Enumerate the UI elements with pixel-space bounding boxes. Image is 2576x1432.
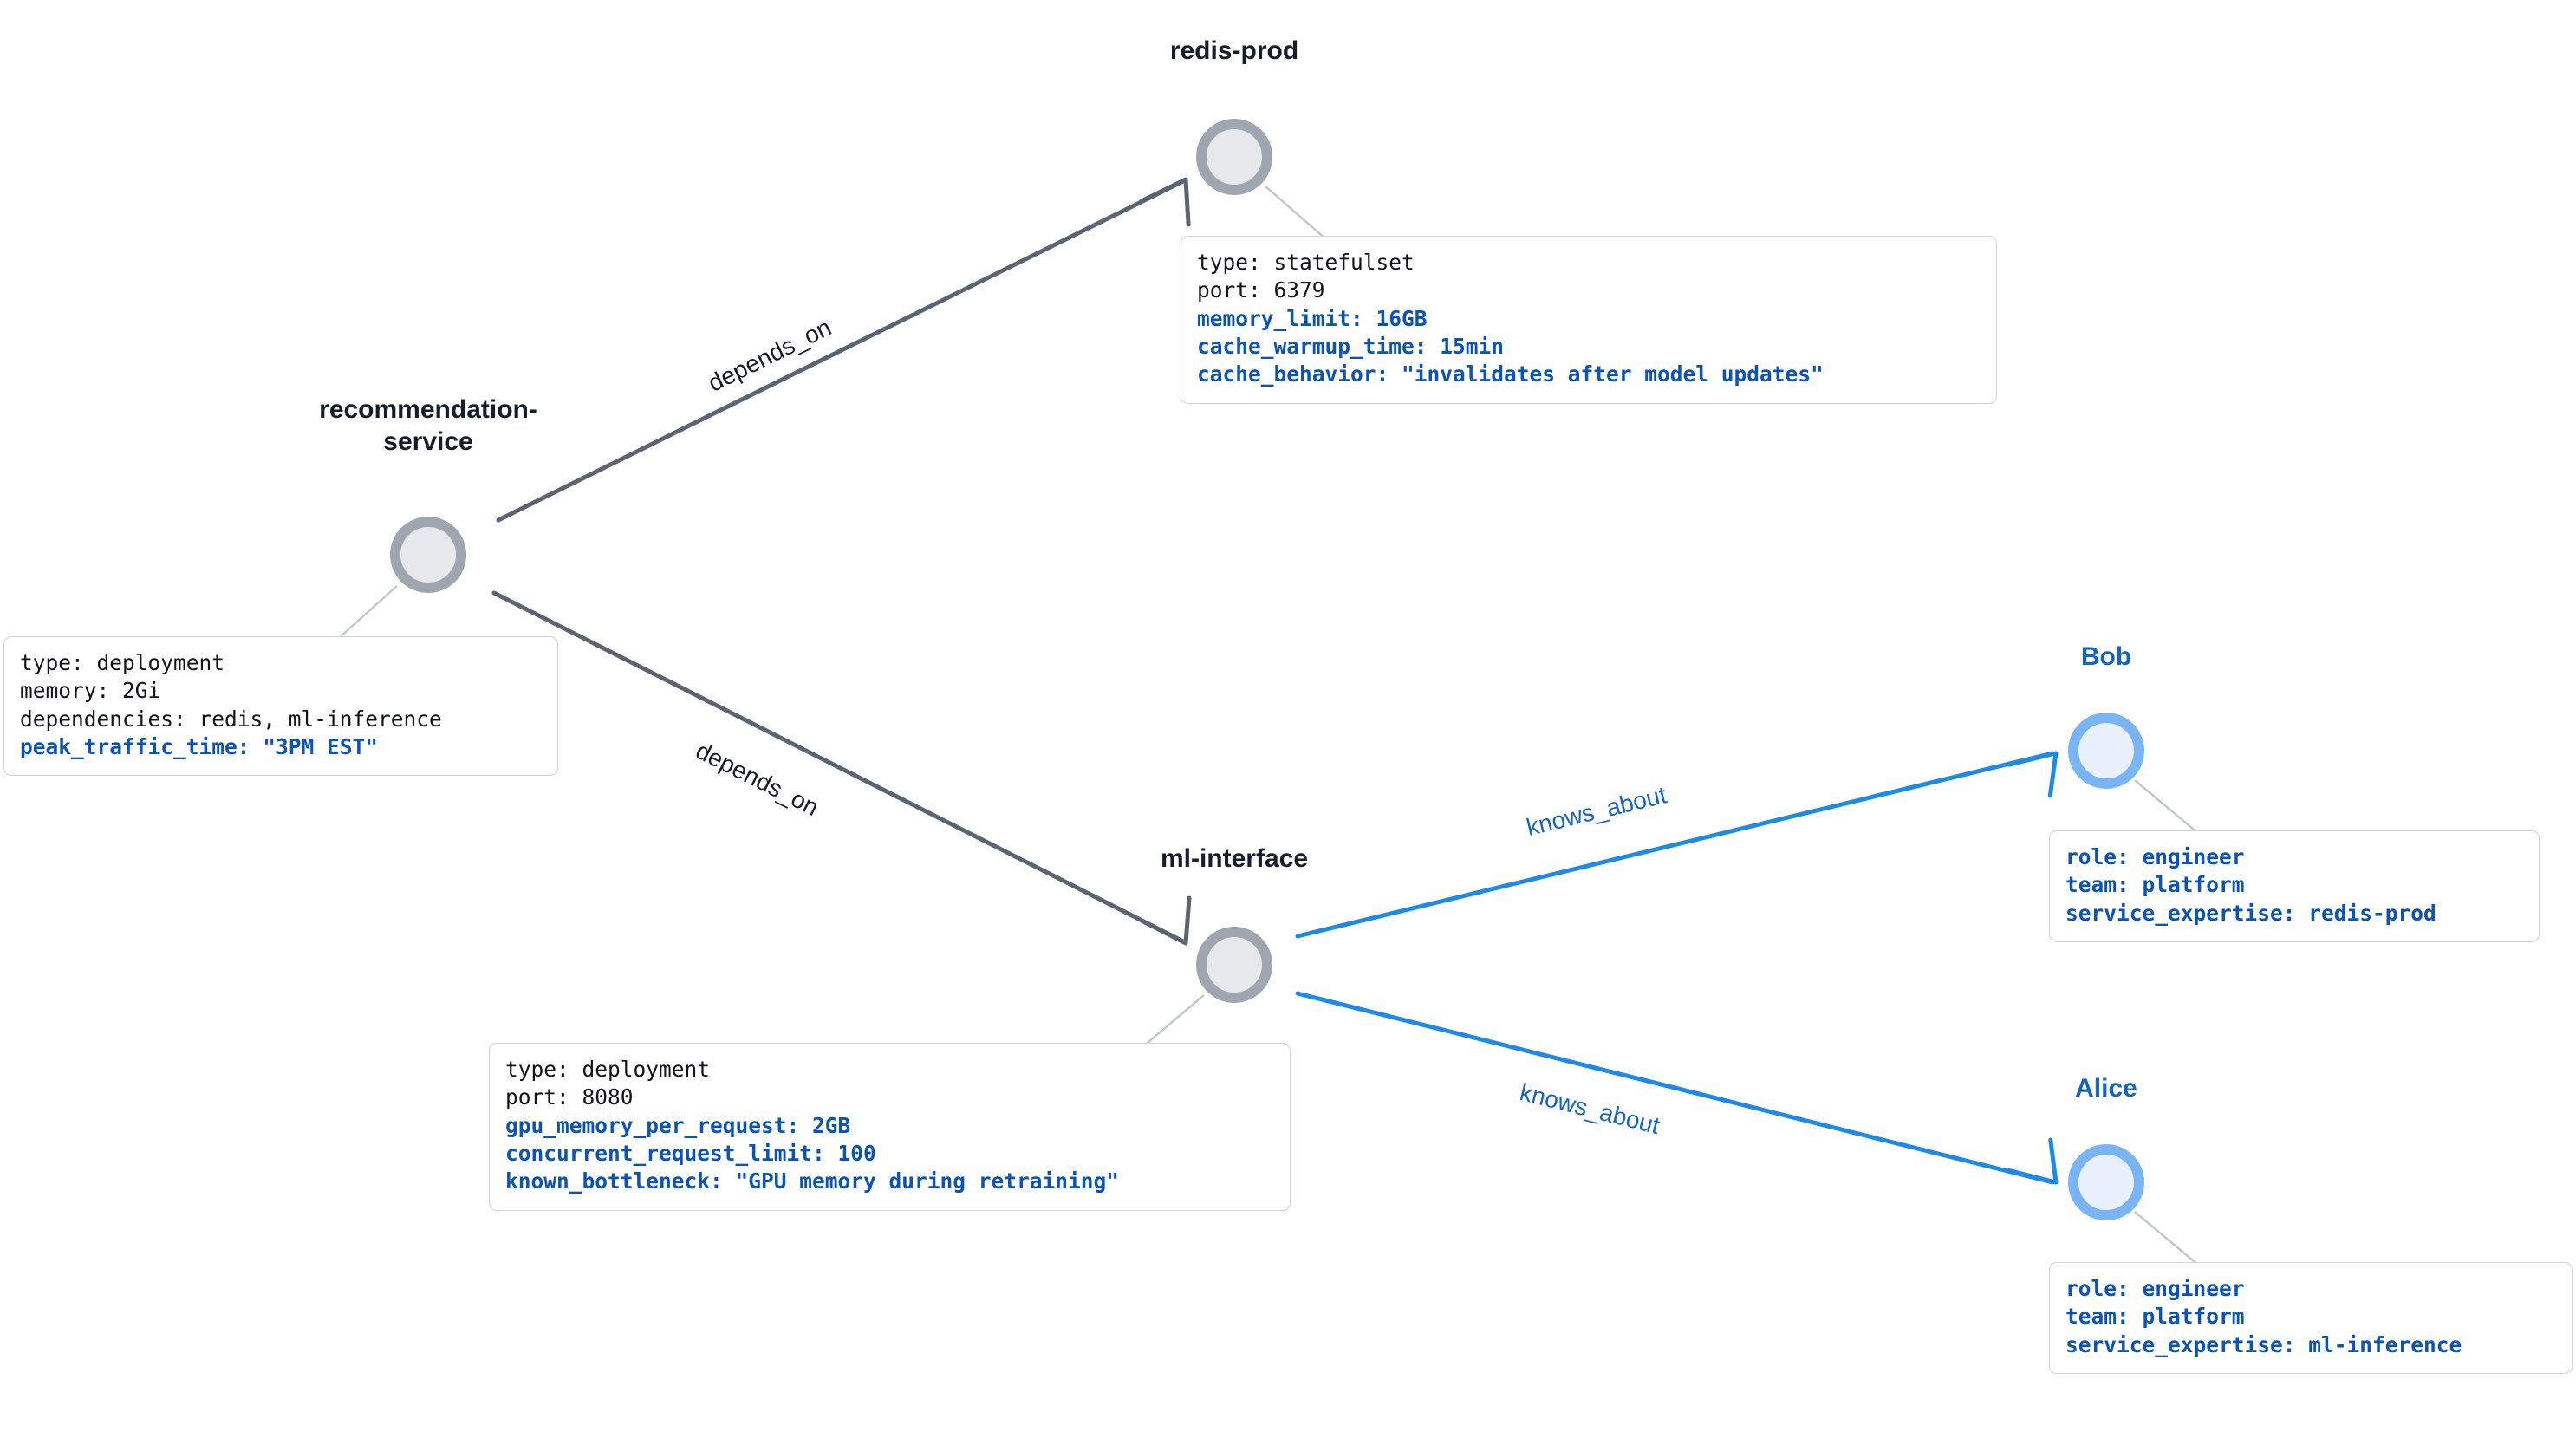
leader-line-redis-prod (1265, 186, 1327, 240)
arrowhead-alice (2007, 1137, 2059, 1185)
tooltip-row: role: engineer (2065, 844, 2245, 869)
node-label-recommendation-service: recommendation- service (319, 395, 537, 456)
edge-rec-to-ml[interactable] (491, 590, 1186, 944)
edge-rec-to-redis[interactable] (496, 179, 1186, 523)
leader-line-recommendation (339, 585, 398, 638)
tooltip-row: role: engineer (2065, 1276, 2245, 1301)
edge-ml-to-bob[interactable] (1295, 751, 2055, 939)
tooltip-row: port: 8080 (505, 1084, 634, 1110)
tooltip-row: cache_warmup_time: 15min (1197, 333, 1505, 359)
tooltip-redis-prod: type: statefulset port: 6379 memory_limi… (1181, 236, 1997, 404)
leader-line-alice (2134, 1211, 2200, 1266)
tooltip-row: memory: 2Gi (20, 678, 161, 704)
leader-line-ml-interface (1142, 994, 1205, 1048)
tooltip-row: team: platform (2065, 872, 2245, 898)
tooltip-row: service_expertise: redis-prod (2065, 900, 2436, 926)
tooltip-row: type: deployment (505, 1057, 711, 1082)
leader-line-bob (2134, 779, 2200, 835)
edge-label-knows-about-bob: knows_about (1524, 781, 1669, 842)
node-label-alice: Alice (2075, 1074, 2137, 1103)
tooltip-row: type: statefulset (1197, 250, 1415, 275)
arrowhead-bob (2007, 751, 2059, 798)
edge-ml-to-alice[interactable] (1295, 991, 2055, 1185)
tooltip-recommendation-service: type: deployment memory: 2Gi dependencie… (3, 636, 558, 777)
node-alice[interactable] (2068, 1144, 2144, 1220)
depends-on-edges[interactable] (491, 177, 1205, 946)
arrowhead-redis (1139, 177, 1191, 227)
tooltip-row: service_expertise: ml-inference (2065, 1331, 2462, 1357)
tooltip-row: team: platform (2065, 1304, 2245, 1330)
arrowhead-ml (1139, 895, 1192, 946)
tooltip-row: dependencies: redis, ml-inference (20, 706, 442, 732)
tooltip-ml-interface: type: deployment port: 8080 gpu_memory_p… (489, 1043, 1291, 1211)
node-label-redis-prod: redis-prod (1169, 36, 1299, 65)
edge-label-depends-on-ml: depends_on (692, 737, 823, 822)
tooltip-row: memory_limit: 16GB (1197, 305, 1428, 331)
edge-label-depends-on-redis: depends_on (704, 313, 836, 397)
tooltip-alice: role: engineer team: platform service_ex… (2049, 1262, 2573, 1374)
node-recommendation-service[interactable] (390, 517, 466, 593)
node-label-bob: Bob (2080, 642, 2132, 671)
tooltip-row: type: deployment (20, 650, 225, 675)
node-label-ml-interface: ml-interface (1160, 844, 1309, 873)
edge-label-knows-about-alice: knows_about (1517, 1078, 1663, 1140)
tooltip-row: gpu_memory_per_request: 2GB (505, 1112, 851, 1138)
tooltip-row: peak_traffic_time: "3PM EST" (20, 733, 379, 759)
knows-about-edges[interactable] (1295, 751, 2065, 1185)
node-bob[interactable] (2068, 713, 2144, 789)
tooltip-row: port: 6379 (1197, 277, 1325, 303)
node-ml-interface[interactable] (1196, 927, 1272, 1003)
tooltip-row: known_bottleneck: "GPU memory during ret… (505, 1168, 1120, 1194)
node-redis-prod[interactable] (1196, 119, 1272, 195)
tooltip-row: concurrent_request_limit: 100 (505, 1140, 876, 1166)
tooltip-bob: role: engineer team: platform service_ex… (2049, 830, 2540, 942)
tooltip-row: cache_behavior: "invalidates after model… (1197, 361, 1824, 387)
